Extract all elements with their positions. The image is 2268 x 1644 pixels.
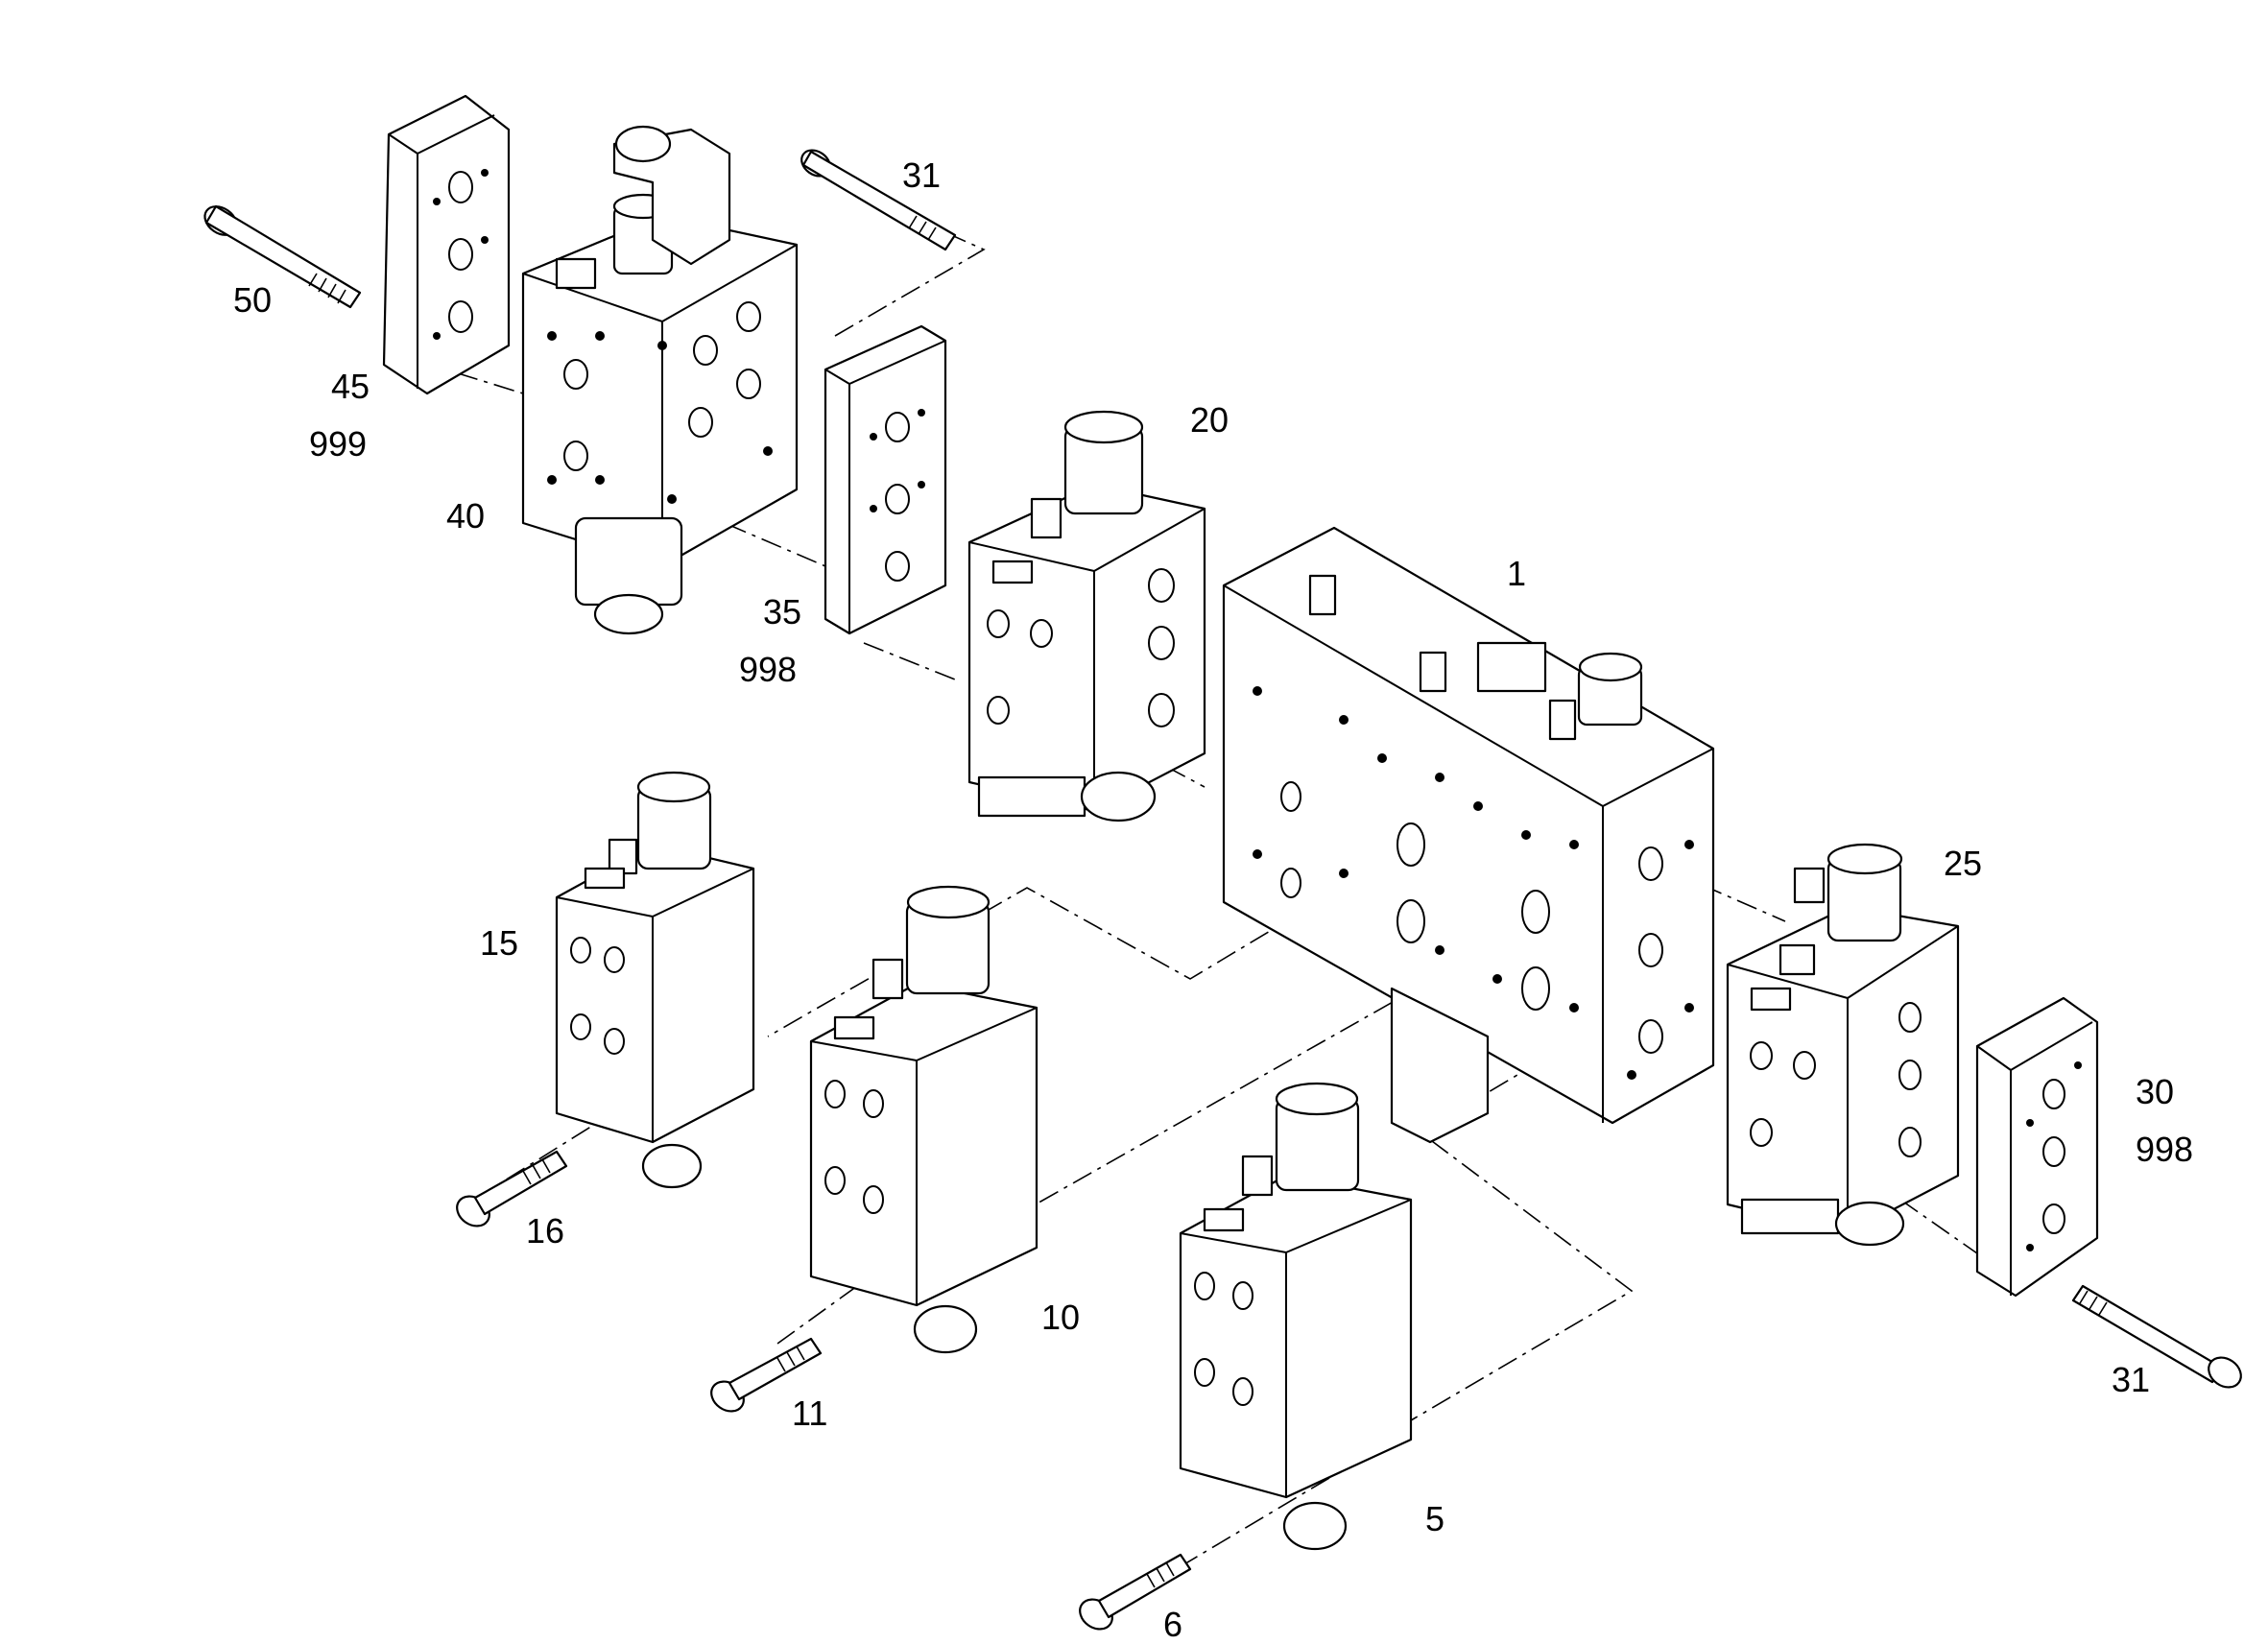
callout-5: 5: [1425, 1499, 1444, 1538]
main-valve-body-1: [1222, 526, 1715, 1144]
cover-plate-45: [382, 94, 511, 395]
bolt-31-bottom: [2071, 1284, 2242, 1389]
callout-25: 25: [1944, 844, 1982, 883]
valve-block-40: [521, 125, 799, 635]
callout-30: 30: [2136, 1072, 2174, 1111]
plate-35: [824, 324, 947, 635]
bolt-50: [203, 204, 362, 309]
callout-40: 40: [446, 496, 485, 536]
bolt-31-top: [800, 149, 957, 251]
callout-10: 10: [1041, 1298, 1080, 1337]
section-5: [1179, 1082, 1413, 1551]
callout-45: 45: [331, 367, 370, 406]
spool-section-25: [1726, 843, 1960, 1247]
callout-11: 11: [792, 1394, 827, 1433]
callout-999: 999: [309, 424, 367, 464]
callout-998-mid: 998: [739, 650, 797, 689]
bolt-11: [710, 1337, 823, 1413]
callout-31-top: 31: [902, 155, 941, 195]
callout-20: 20: [1190, 400, 1229, 440]
spool-section-20: [967, 410, 1206, 822]
bolt-6: [1079, 1553, 1192, 1631]
callout-16: 16: [526, 1211, 564, 1251]
callout-labels: 1 5 6 10 11 15 16 20 25 30 998 31 31 35 …: [233, 155, 2193, 1644]
callout-15: 15: [480, 923, 518, 963]
callout-31-bottom: 31: [2112, 1360, 2150, 1399]
callout-1: 1: [1507, 554, 1526, 593]
callout-50: 50: [233, 280, 272, 320]
end-plate-30: [1975, 996, 2099, 1298]
section-10: [809, 885, 1039, 1354]
callout-35: 35: [763, 592, 801, 631]
bolt-16: [456, 1150, 568, 1227]
callout-6: 6: [1163, 1605, 1182, 1644]
section-15: [555, 771, 755, 1189]
callout-998-right: 998: [2136, 1130, 2193, 1169]
